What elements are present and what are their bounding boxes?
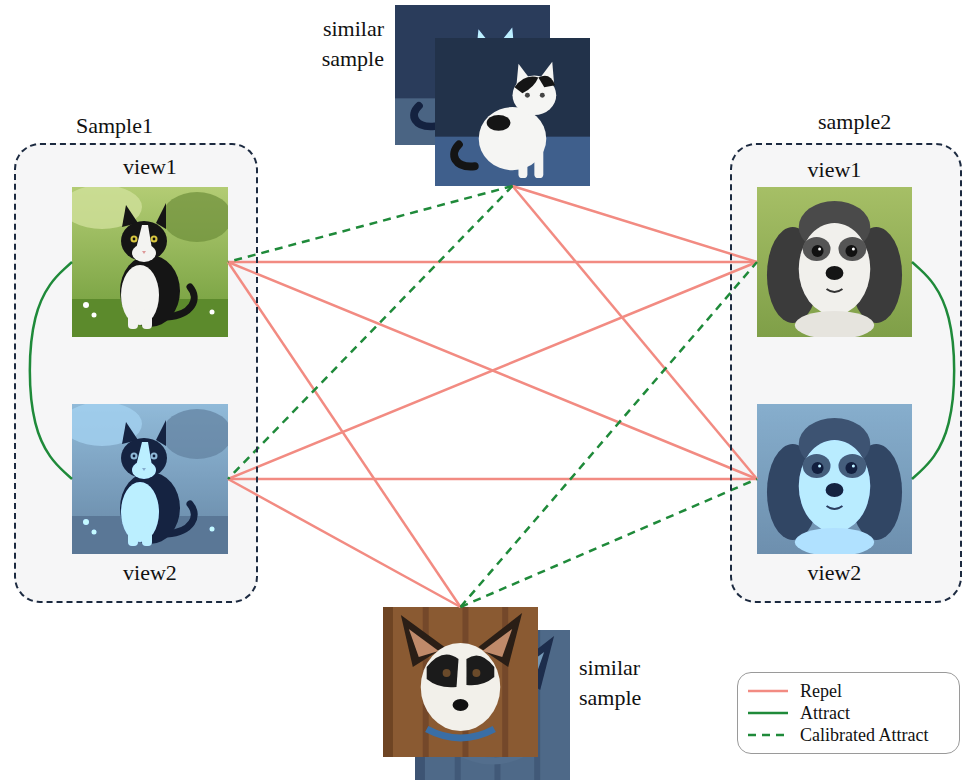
calibrated-attract-line — [228, 186, 513, 479]
repel-line — [228, 478, 757, 481]
view-label: view2 — [123, 560, 177, 585]
calibrated-attract-line — [461, 262, 758, 607]
view-image: view1 — [72, 152, 228, 337]
view-image: view2 — [72, 404, 228, 588]
calibrated-attract-line — [228, 186, 513, 262]
view-image: view2 — [757, 404, 912, 588]
cat-photo — [62, 185, 232, 337]
image-frame — [72, 187, 228, 337]
view-label: view2 — [808, 560, 862, 585]
legend-row: Repel — [746, 680, 947, 702]
similar-sample: similar sample — [300, 8, 590, 186]
legend-box: RepelAttractCalibrated Attract — [737, 672, 960, 754]
calibrated-attract-line — [461, 479, 758, 607]
dog-photo — [757, 187, 912, 339]
legend-sample — [746, 685, 790, 697]
group-heading: Sample1 — [76, 113, 153, 138]
attract-arc — [30, 262, 72, 479]
repel-line — [228, 479, 461, 607]
repel-line — [228, 262, 757, 479]
sample-group: view1view2sample2 — [730, 143, 962, 603]
image-frame — [757, 404, 912, 554]
similar-cat-photo — [435, 38, 590, 186]
legend-row: Attract — [746, 702, 947, 724]
repel-line — [513, 186, 758, 262]
repel-line — [228, 262, 461, 607]
similar-sample: similar sample — [383, 607, 673, 757]
group-heading: sample2 — [818, 109, 891, 134]
group-fill — [730, 143, 962, 603]
image-frame — [757, 187, 912, 337]
cat-photo-tinted — [62, 402, 232, 554]
repel-line — [228, 262, 757, 479]
legend-sample — [746, 707, 790, 719]
repel-line — [228, 261, 757, 264]
sample-group: view1view2Sample1 — [14, 143, 258, 603]
repel-line — [513, 186, 758, 479]
group-fill — [14, 143, 258, 603]
image-frame — [435, 38, 590, 186]
view-label: view1 — [123, 154, 177, 179]
view-image: view1 — [757, 155, 912, 337]
image-frame — [72, 404, 228, 554]
image-frame — [383, 607, 538, 757]
legend-sample — [746, 729, 790, 741]
view-label: view1 — [808, 157, 862, 182]
legend-label: Attract — [800, 702, 850, 724]
legend-row: Calibrated Attract — [746, 724, 947, 746]
legend-label: Calibrated Attract — [800, 724, 928, 746]
similar-dog-photo — [383, 607, 538, 757]
legend-label: Repel — [800, 680, 842, 702]
attract-arc — [912, 262, 954, 479]
sample-label: similar sample — [579, 655, 641, 710]
sample-label: similar sample — [322, 16, 384, 71]
dog-photo-tinted — [757, 404, 912, 556]
